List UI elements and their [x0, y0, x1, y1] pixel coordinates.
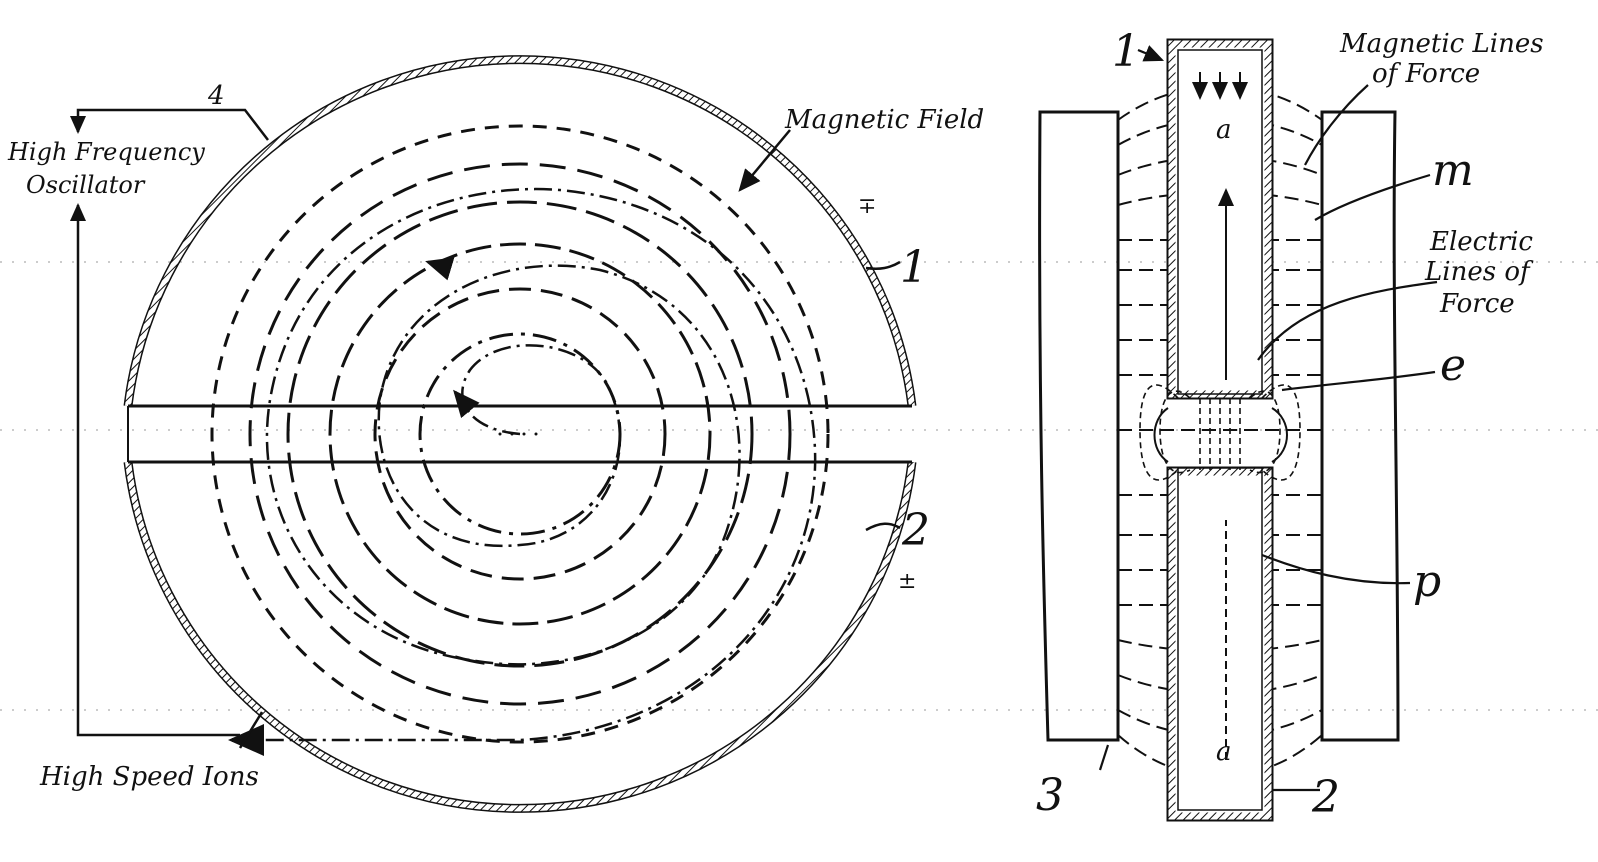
spiral-direction-arrow — [425, 257, 455, 281]
dee-cross-section-2 — [1166, 466, 1274, 822]
ref-1-right-label: 1 — [1112, 26, 1140, 77]
ref-3-label: 3 — [1036, 770, 1064, 821]
ref-e-label: e — [1440, 340, 1466, 391]
ref-2-label: 2 — [901, 505, 930, 556]
ref-2-right-label: 2 — [1311, 772, 1340, 823]
right-figure-leaders — [1098, 45, 1438, 792]
ions-leader — [238, 711, 264, 749]
electric-lines-label-line1: Electric — [1429, 227, 1533, 257]
electric-lines-of-force — [1139, 384, 1301, 481]
dee-2-wall — [123, 461, 917, 813]
dee-1-polarity: ∓ — [858, 194, 876, 219]
electric-lines-label-line3: Force — [1439, 289, 1515, 319]
ref-2-leader — [865, 522, 901, 532]
ref-a-top-label: a — [1216, 115, 1232, 145]
electric-lines-label-line2: Lines of — [1424, 257, 1534, 287]
oscillator-wiring — [76, 108, 269, 737]
oscillator-label-line2: Oscillator — [26, 171, 146, 199]
ref-a-bottom-label: a — [1216, 737, 1232, 767]
ion-source-dots — [498, 432, 538, 436]
magnetic-lines-label-line1: Magnetic Lines — [1339, 29, 1544, 59]
beam-path — [1192, 72, 1248, 760]
ref-1-leader — [865, 260, 901, 270]
dee-2-polarity: ± — [898, 569, 916, 594]
left-figure-dees — [123, 55, 917, 813]
ions-label: High Speed Ions — [39, 762, 259, 792]
background-rule-lines — [0, 261, 1598, 711]
ref-1-label: 1 — [900, 242, 928, 293]
ref-m-label: m — [1432, 145, 1474, 196]
ref-p-label: p — [1413, 556, 1441, 607]
magnetic-lines-of-force — [1117, 85, 1323, 778]
ion-spiral-path — [235, 187, 817, 742]
oscillator-label-line1: High Frequency — [7, 138, 205, 166]
gap-region — [1153, 407, 1288, 463]
center-direction-arrow — [453, 389, 480, 419]
magnetic-field-leader — [738, 129, 791, 192]
ref-4-label: 4 — [207, 81, 225, 111]
magnetic-field-label: Magnetic Field — [784, 105, 984, 135]
magnet-pole-pieces — [1038, 110, 1400, 742]
magnetic-lines-label-line2: of Force — [1372, 59, 1480, 89]
